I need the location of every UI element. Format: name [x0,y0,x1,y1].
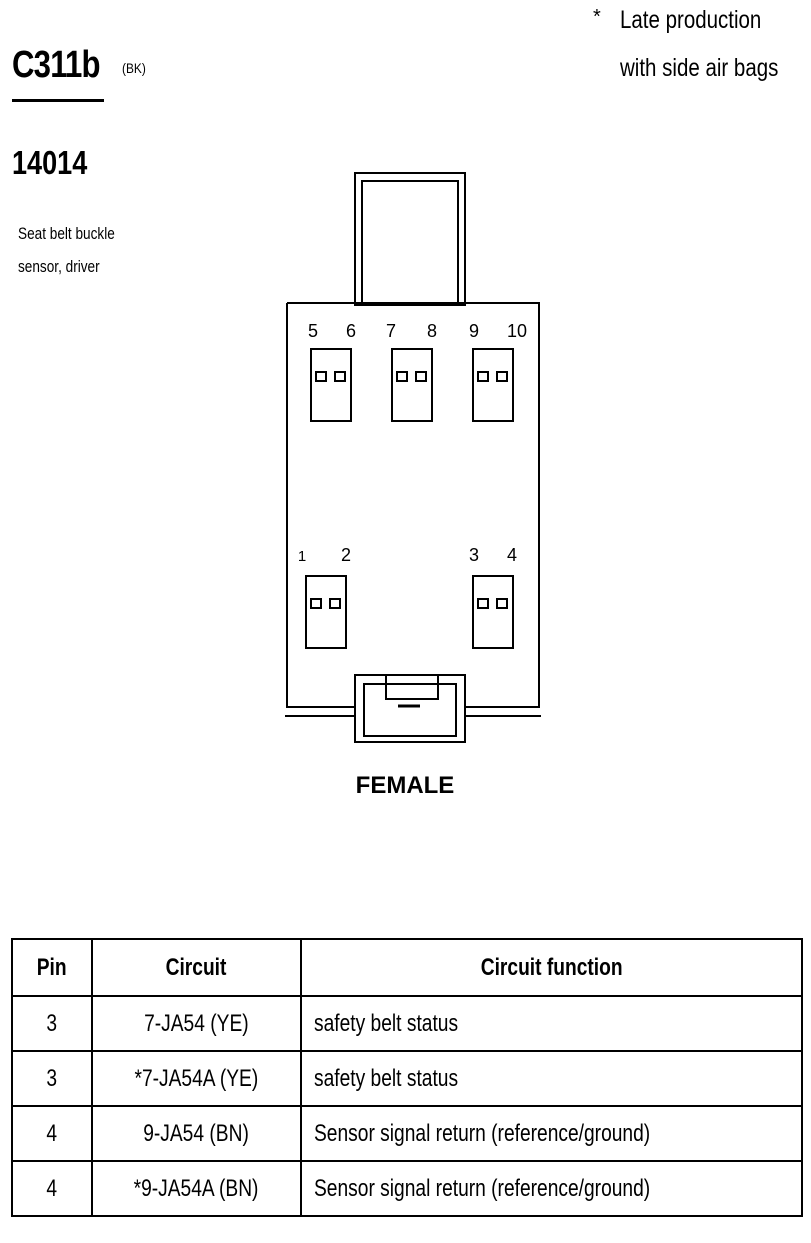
column-header-pin: Pin [11,938,93,997]
terminal-cavity-7-8 [391,348,433,422]
connector-id: C311b [12,44,101,86]
table-header-row: Pin Circuit Circuit function [11,938,803,997]
connector-color: (BK) [122,60,146,76]
terminal-cavity-3-4 [472,575,514,649]
pin-number: 1 [298,548,306,565]
terminal-cavity-9-10 [472,348,514,422]
circuit-function-cell: Sensor signal return (reference/ground) [300,1105,803,1162]
circuit-cell: 7-JA54 (YE) [91,995,302,1052]
circuit-cell: *9-JA54A (BN) [91,1160,302,1217]
pin-table: Pin Circuit Circuit function 3 7-JA54 (Y… [11,938,803,1217]
component-description: Seat belt buckle [18,224,115,243]
connector-body [285,302,541,717]
pin-number: 10 [507,321,527,341]
pin-number: 5 [308,321,318,341]
component-description: sensor, driver [18,257,100,276]
circuit-function-cell: safety belt status [300,995,803,1052]
circuit-cell: 9-JA54 (BN) [91,1105,302,1162]
connector-id-underline [12,99,104,102]
pin-number: 2 [341,545,351,565]
note-line: Late production [620,6,762,34]
pin-number: 4 [507,545,517,565]
table-row: 3 7-JA54 (YE) safety belt status [11,995,803,1052]
circuit-cell: *7-JA54A (YE) [91,1050,302,1107]
pin-number: 7 [386,321,396,341]
table-row: 4 *9-JA54A (BN) Sensor signal return (re… [11,1160,803,1217]
connector-latch [354,674,466,743]
circuit-function-cell: safety belt status [300,1050,803,1107]
terminal-cavity-1-2 [305,575,347,649]
part-number: 14014 [12,144,88,181]
circuit-function-cell: Sensor signal return (reference/ground) [300,1160,803,1217]
pin-number: 6 [346,321,356,341]
column-header-circuit-function: Circuit function [300,938,803,997]
pin-cell: 3 [11,995,93,1052]
pin-number: 9 [469,321,479,341]
table-row: 3 *7-JA54A (YE) safety belt status [11,1050,803,1107]
view-label: FEMALE [355,772,455,799]
pin-cell: 4 [11,1105,93,1162]
table-row: 4 9-JA54 (BN) Sensor signal return (refe… [11,1105,803,1162]
connector-top-tab [354,172,466,306]
pin-cell: 3 [11,1050,93,1107]
pin-number: 3 [469,545,479,565]
note-line: with side air bags [620,54,779,82]
terminal-cavity-5-6 [310,348,352,422]
pin-number: 8 [427,321,437,341]
pin-cell: 4 [11,1160,93,1217]
column-header-circuit: Circuit [91,938,302,997]
note-marker: * [593,6,601,28]
